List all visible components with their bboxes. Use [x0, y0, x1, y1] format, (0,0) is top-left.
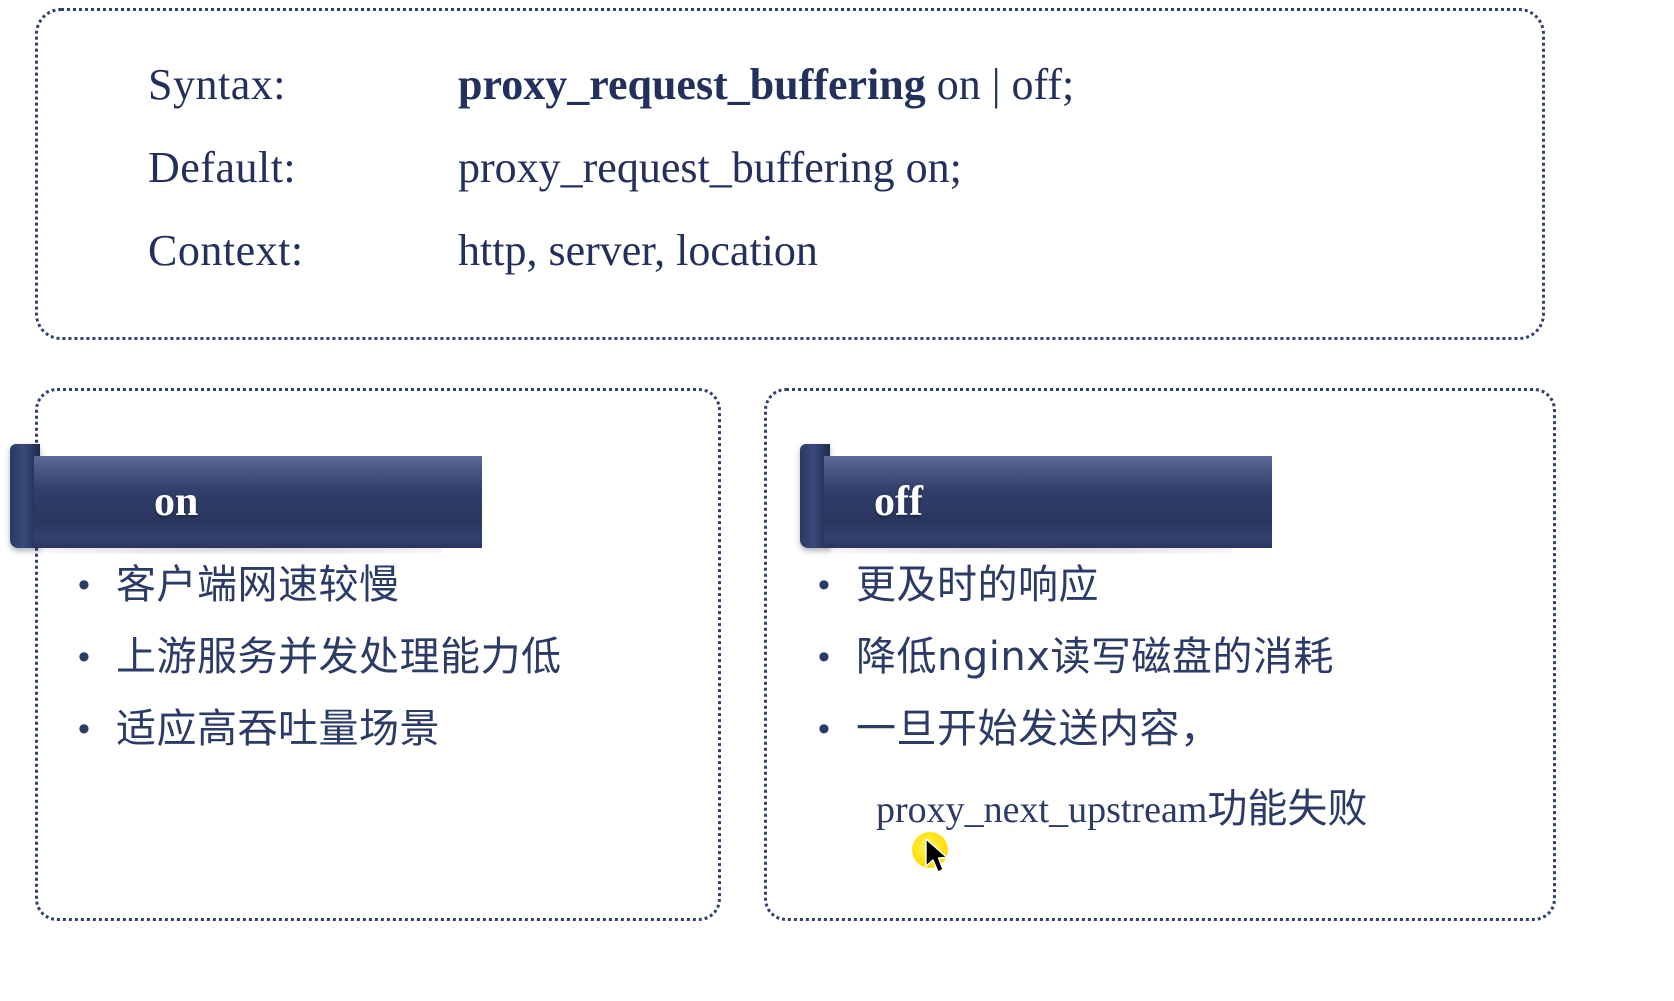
- list-item: • 适应高吞吐量场景: [70, 700, 710, 758]
- list-item-continuation: proxy_next_upstream功能失败: [810, 772, 1550, 847]
- syntax-label: Syntax:: [148, 60, 286, 109]
- default-row: Default: proxy_request_buffering on;: [148, 142, 1074, 225]
- bullet-text: 客户端网速较慢: [116, 562, 400, 608]
- default-value: proxy_request_buffering on;: [458, 143, 962, 192]
- panel-off: [764, 388, 1556, 921]
- context-value: http, server, location: [458, 226, 818, 275]
- list-item: • 一旦开始发送内容，: [810, 700, 1550, 758]
- syntax-row: Syntax: proxy_request_buffering on | off…: [148, 59, 1074, 142]
- continuation-cjk: 功能失败: [1207, 786, 1368, 832]
- directive-name: proxy_request_buffering: [458, 60, 926, 109]
- bullet-text: 上游服务并发处理能力低: [116, 634, 562, 680]
- directive-syntax-panel: Syntax: proxy_request_buffering on | off…: [35, 8, 1545, 340]
- bullet-icon: •: [78, 638, 90, 676]
- bullet-icon: •: [78, 710, 90, 748]
- bullet-text: 适应高吞吐量场景: [116, 706, 440, 752]
- directive-arguments: on | off;: [925, 60, 1075, 109]
- panel-on: [35, 388, 721, 921]
- bullet-icon: •: [78, 566, 90, 604]
- bullet-text: 一旦开始发送内容，: [856, 706, 1221, 752]
- syntax-value: proxy_request_buffering on | off;: [458, 59, 1074, 110]
- directive-reference: proxy_next_upstream: [876, 789, 1208, 831]
- context-label: Context:: [148, 226, 304, 275]
- bullet-text: 降低nginx读写磁盘的消耗: [856, 634, 1334, 680]
- bullet-continuation-text: proxy_next_upstream功能失败: [876, 772, 1367, 847]
- bullet-text: 更及时的响应: [856, 562, 1099, 608]
- default-label: Default:: [148, 143, 297, 192]
- bullet-list-off: • 更及时的响应 • 降低nginx读写磁盘的消耗 • 一旦开始发送内容， pr…: [810, 556, 1550, 861]
- list-item: • 客户端网速较慢: [70, 556, 710, 614]
- bullet-icon: •: [818, 566, 830, 604]
- list-item: • 上游服务并发处理能力低: [70, 628, 710, 686]
- context-row: Context: http, server, location: [148, 225, 1074, 308]
- bullet-list-on: • 客户端网速较慢 • 上游服务并发处理能力低 • 适应高吞吐量场景: [70, 556, 710, 772]
- list-item: • 降低nginx读写磁盘的消耗: [810, 628, 1550, 686]
- bullet-icon: •: [818, 638, 830, 676]
- bullet-icon: •: [818, 710, 830, 748]
- list-item: • 更及时的响应: [810, 556, 1550, 614]
- directive-syntax-table: Syntax: proxy_request_buffering on | off…: [148, 59, 1074, 308]
